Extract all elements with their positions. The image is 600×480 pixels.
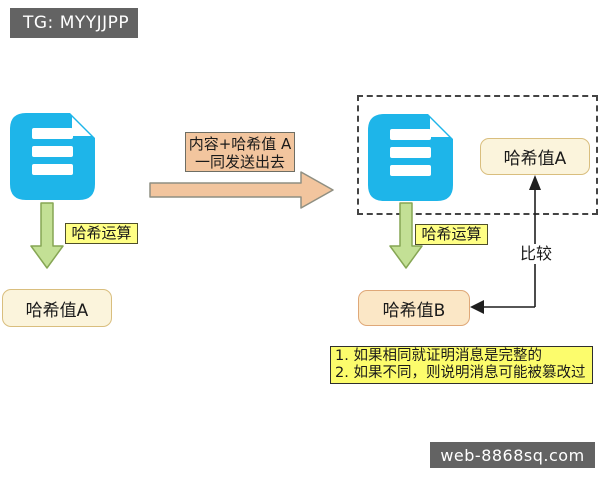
result-note-box: 1. 如果相同就证明消息是完整的 2. 如果不同，则说明消息可能被篡改过 [330, 346, 593, 384]
received-hash-value-a-text: 哈希值A [503, 149, 567, 169]
folded-corner [72, 117, 91, 136]
receiver-hash-op-label: 哈希运算 [415, 224, 488, 245]
sender-hash-value-a-text: 哈希值A [25, 300, 89, 321]
site-watermark-badge: web-8868sq.com [430, 442, 595, 468]
receiver-hash-down-arrow-icon [389, 202, 423, 269]
sender-hash-op-label: 哈希运算 [65, 223, 138, 244]
sender-hash-down-arrow-icon [30, 202, 64, 269]
computed-hash-value-b-text: 哈希值B [382, 300, 446, 321]
compare-label: 比较 [515, 244, 557, 264]
computed-hash-value-b-box: 哈希值B [358, 290, 470, 326]
folded-corner [430, 118, 449, 137]
compare-connector-arrow-icon [470, 175, 541, 314]
send-right-arrow-icon [149, 171, 334, 209]
sender-hash-value-a-box: 哈希值A [2, 289, 112, 327]
transfer-label-line2: 一同发送出去 [194, 153, 285, 171]
site-watermark-text: web-8868sq.com [440, 445, 585, 465]
tg-watermark-text: TG: MYYJJPP [23, 13, 130, 33]
sender-document-icon [10, 113, 95, 200]
tg-watermark-badge: TG: MYYJJPP [10, 8, 138, 38]
transfer-label-line1: 内容+哈希值 A [188, 135, 292, 153]
result-note-line2: 2. 如果不同，则说明消息可能被篡改过 [335, 365, 586, 381]
result-note-line1: 1. 如果相同就证明消息是完整的 [335, 348, 542, 364]
receiver-document-icon [368, 114, 453, 201]
receiver-dashed-box [357, 95, 598, 215]
received-hash-value-a-box: 哈希值A [480, 138, 590, 175]
transfer-label: 内容+哈希值 A 一同发送出去 [185, 132, 295, 172]
